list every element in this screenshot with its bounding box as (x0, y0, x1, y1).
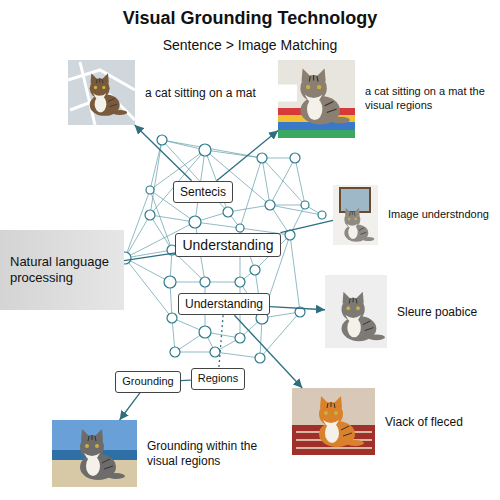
node-text: Sentecis (180, 185, 226, 199)
mesh-dot (236, 224, 244, 232)
mesh-dot (210, 347, 220, 357)
photo-studio-cat (325, 275, 387, 348)
photo-red-rug-cat (292, 388, 375, 455)
node-text: Regions (198, 372, 238, 385)
image-node: Image understndong (333, 185, 378, 245)
connector-line (270, 307, 325, 310)
connector-line (181, 380, 191, 382)
mesh-dot (301, 201, 309, 209)
mesh-dot (250, 265, 260, 275)
mesh-dot (199, 326, 211, 338)
image-node: a cat sitting on a mat the visual region… (278, 60, 355, 138)
diagram-title: Visual Grounding Technology (0, 8, 500, 29)
mesh-dot (257, 153, 267, 163)
node-text: Understanding (182, 237, 273, 254)
connector-line (217, 131, 278, 181)
connector-line (120, 393, 141, 420)
mesh-dot (235, 277, 245, 287)
connector-line (219, 315, 223, 368)
process-box: Understanding (178, 293, 270, 315)
image-node: Sleure poabice (325, 275, 387, 348)
mesh-dot (164, 276, 176, 288)
connector-line (281, 220, 333, 232)
image-node: Viack of fleced (292, 388, 375, 455)
image-node: Grounding within the visual regions (52, 420, 137, 487)
mesh-dot (170, 347, 180, 357)
connector-line (124, 253, 175, 261)
mesh-lines (125, 140, 322, 358)
photo-beach-cat (52, 420, 137, 487)
node-text: Grounding (122, 375, 173, 388)
mesh-dot (318, 211, 326, 219)
subtitle-label: Sentence > Image Matching (0, 37, 500, 53)
node-text: Image understndong (386, 207, 496, 223)
mesh-dot (199, 144, 211, 156)
node-text: a cat sitting on a mat the visual region… (363, 84, 495, 114)
node-text: Viack of fleced (383, 413, 497, 430)
mesh-nodes (119, 135, 326, 363)
photo-window-cat (333, 185, 378, 245)
mesh-dot (146, 186, 154, 194)
process-box: Understanding (175, 233, 280, 258)
node-text: Sleure poabice (395, 303, 499, 320)
mesh-dot (157, 135, 167, 145)
mesh-dot (200, 277, 210, 287)
node-text: Natural language processing (10, 254, 118, 285)
node-text: Grounding within the visual regions (145, 438, 279, 470)
mesh-dot (265, 200, 275, 210)
image-node: a cat sitting on a mat (68, 60, 135, 125)
mesh-dot (167, 313, 177, 323)
process-box: Grounding (115, 371, 180, 392)
process-box: Regions (191, 368, 245, 389)
mesh-dot (189, 216, 201, 228)
connector-line (135, 125, 192, 181)
node-text: a cat sitting on a mat (143, 84, 297, 101)
mesh-dot (290, 153, 300, 163)
node-text: Understanding (185, 297, 263, 311)
input-panel: Natural language processing (0, 230, 124, 310)
photo-snow-cat (68, 60, 135, 125)
mesh-dot (235, 333, 245, 343)
mesh-dot (255, 353, 265, 363)
mesh-dot (145, 210, 155, 220)
mesh-dot (223, 207, 233, 217)
process-box: Sentecis (173, 181, 233, 203)
